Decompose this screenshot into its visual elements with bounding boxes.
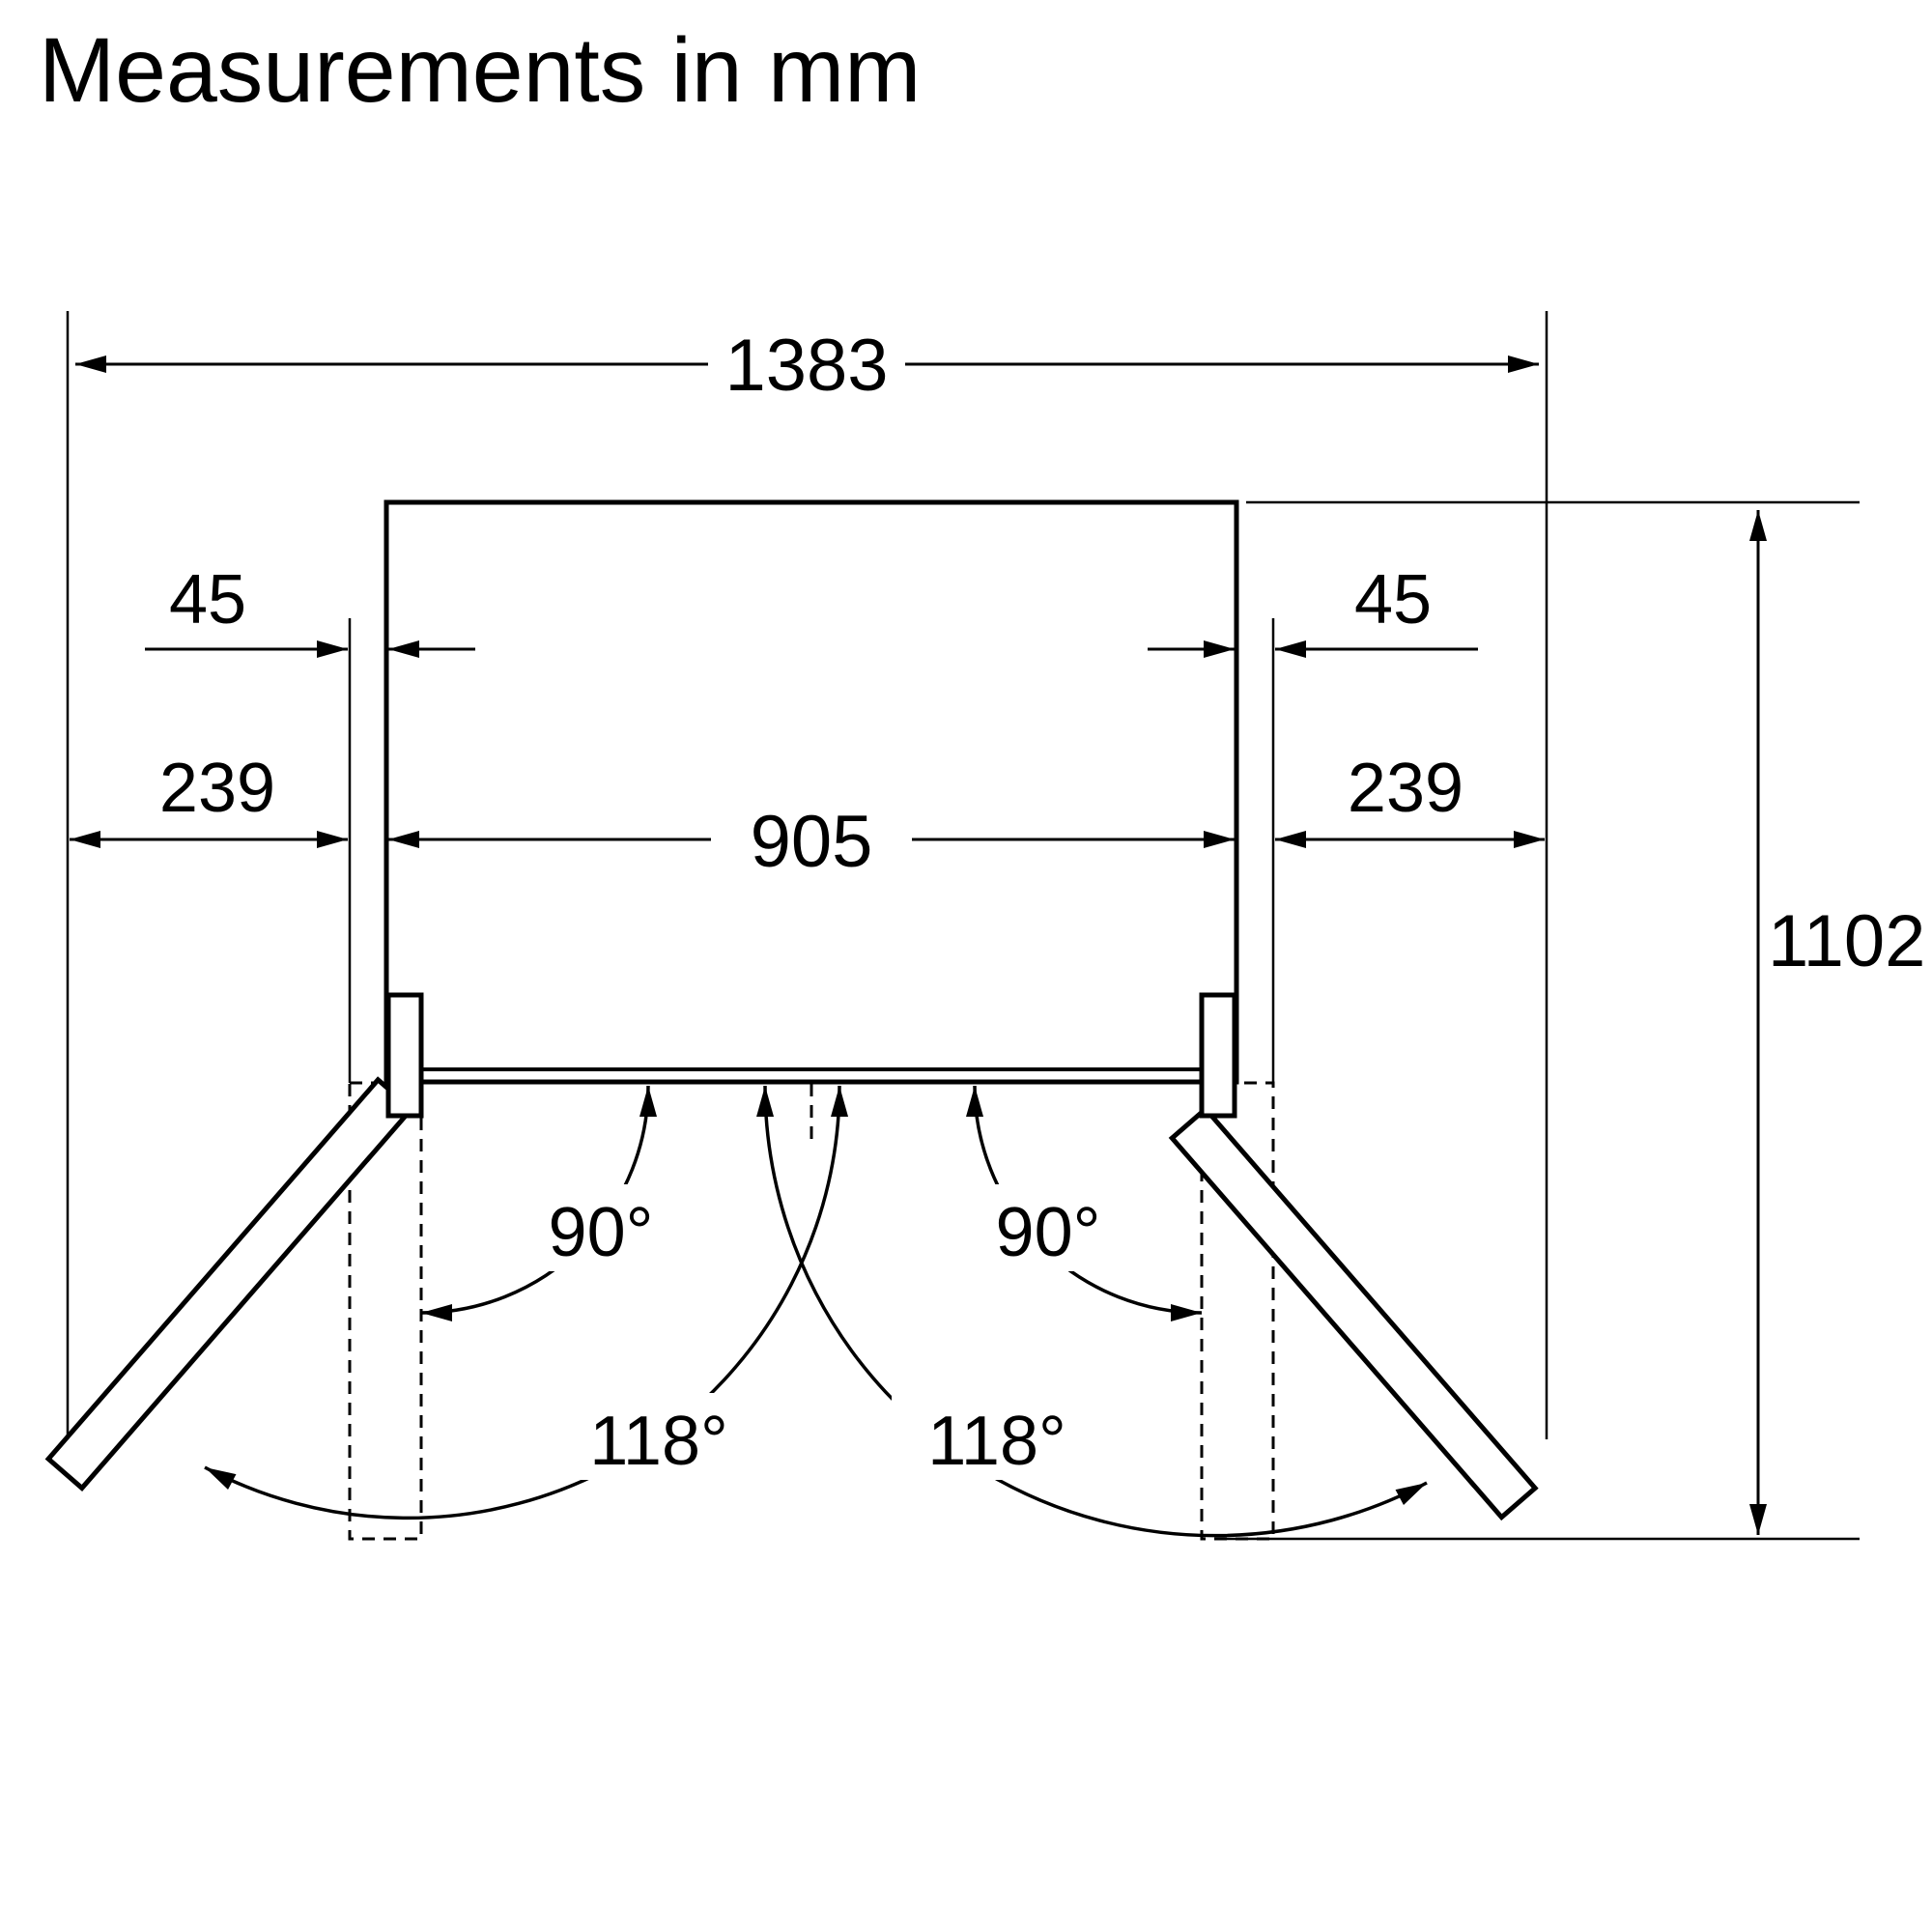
cabinet-body <box>384 499 1239 1085</box>
total-depth-label: 1102 <box>1768 900 1925 982</box>
open-doors <box>44 1076 1539 1521</box>
door-90deg-dashed-outlines <box>348 1081 1275 1541</box>
extension-lines <box>66 311 1860 1541</box>
inner-width-label-bg <box>711 798 912 883</box>
left-90-label-bg <box>522 1184 680 1271</box>
left-gap-label: 45 <box>169 561 246 639</box>
left-118-label-bg <box>554 1393 764 1480</box>
inner-width-label: 905 <box>751 801 873 883</box>
dimension-lines: 1383 45 45 239 239 905 1102 <box>70 325 1925 1535</box>
right-90-label-bg <box>969 1184 1127 1271</box>
left-door-open <box>44 1076 415 1492</box>
left-door-depth-label: 239 <box>159 750 275 827</box>
cabinet <box>384 499 1239 1119</box>
right-118-label-bg <box>892 1393 1102 1480</box>
left-118-label: 118° <box>589 1403 728 1480</box>
right-door-depth-label: 239 <box>1348 750 1463 827</box>
right-hinge <box>1199 992 1237 1119</box>
right-118-label: 118° <box>927 1403 1066 1480</box>
angle-labels: 90° 90° 118° 118° <box>522 1184 1127 1480</box>
left-90-label: 90° <box>549 1194 654 1271</box>
right-gap-label: 45 <box>1354 561 1432 639</box>
diagram-title: Measurements in mm <box>39 19 921 122</box>
right-90-label: 90° <box>996 1194 1101 1271</box>
left-hinge <box>385 992 424 1119</box>
total-width-label-bg <box>708 325 905 406</box>
right-door-open <box>1168 1105 1539 1521</box>
total-width-label: 1383 <box>724 325 888 407</box>
